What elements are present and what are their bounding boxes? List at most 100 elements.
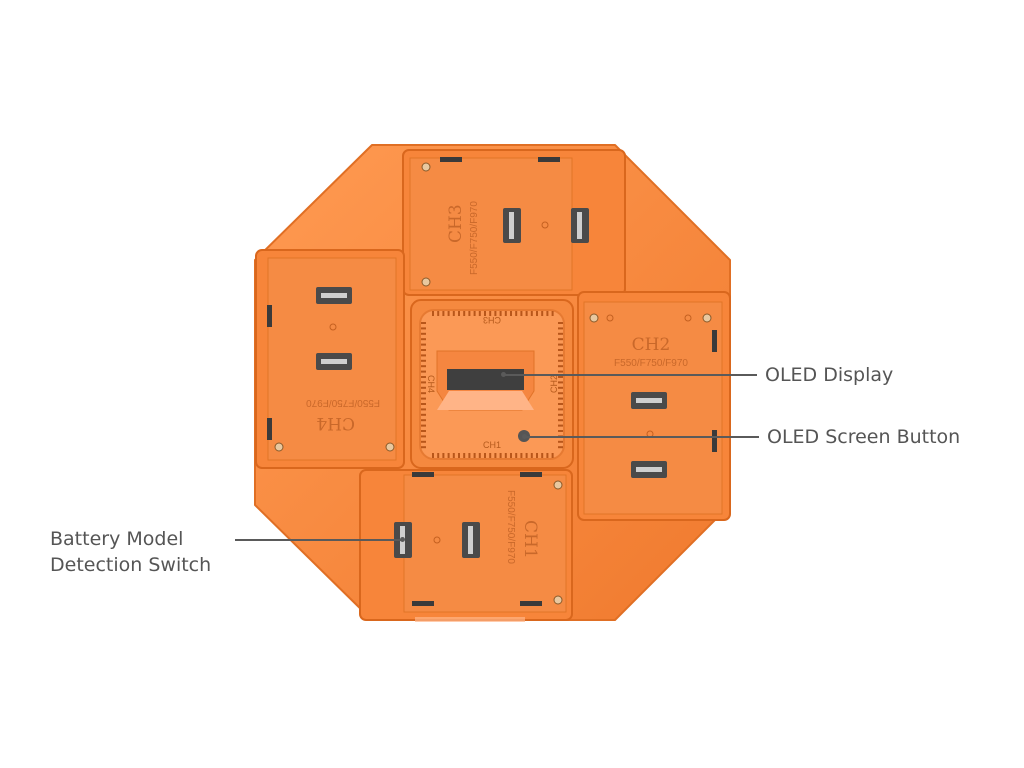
vent-slot-top bbox=[484, 311, 486, 316]
vent-slot-right bbox=[558, 419, 563, 422]
vent-slot-left bbox=[421, 354, 426, 357]
logo-strip bbox=[415, 617, 525, 622]
vent-slot-right bbox=[558, 343, 563, 346]
vent-slot-left bbox=[421, 403, 426, 405]
vent-slot-bottom bbox=[504, 453, 507, 458]
vent-slot-bottom bbox=[551, 453, 554, 458]
vent-slot-left bbox=[421, 343, 426, 346]
vent-slot-top bbox=[536, 311, 538, 316]
vent-slot-right bbox=[558, 381, 563, 384]
vent-slot-left bbox=[421, 419, 426, 422]
vent-slot-bottom bbox=[458, 453, 460, 458]
vent-slot-top bbox=[525, 311, 528, 316]
vent-slot-top bbox=[510, 311, 512, 316]
vent-slot-top bbox=[468, 311, 471, 316]
vent-slot-left bbox=[421, 424, 426, 427]
vent-slot-right bbox=[558, 403, 563, 405]
vent-slot-bottom bbox=[525, 453, 528, 458]
vent-slot-left bbox=[421, 397, 426, 400]
battery-switch-label-line1: Battery Model bbox=[50, 528, 184, 550]
vent-slot-right bbox=[558, 397, 563, 400]
vent-slot-left bbox=[421, 338, 426, 341]
vent-slot-right bbox=[558, 370, 563, 373]
vent-slot-top bbox=[489, 311, 492, 316]
oled-display bbox=[447, 369, 524, 390]
battery-switch-label-line2: Detection Switch bbox=[50, 554, 212, 576]
vent-slot-right bbox=[558, 392, 563, 395]
vent-slot-top bbox=[442, 311, 445, 316]
vent-slot-right bbox=[558, 349, 563, 351]
vent-slot-top bbox=[530, 311, 533, 316]
vent-slot-top bbox=[447, 311, 450, 316]
center-label-ch4: CH4 bbox=[426, 375, 436, 393]
vent-slot-top bbox=[473, 311, 476, 316]
vent-slot-left bbox=[421, 365, 426, 368]
vent-slot-top bbox=[546, 311, 549, 316]
vent-slot-right bbox=[558, 446, 563, 449]
vent-slot-bottom bbox=[494, 453, 497, 458]
vent-slot-bottom bbox=[478, 453, 481, 458]
vent-slot-top bbox=[432, 311, 434, 316]
vent-slot-top bbox=[551, 311, 554, 316]
bay-ch2-models: F550/F750/F970 bbox=[614, 358, 688, 369]
oled-button-leader-dot bbox=[522, 434, 527, 439]
vent-slot-bottom bbox=[499, 453, 502, 458]
center-label-ch2: CH2 bbox=[549, 375, 559, 393]
vent-slot-left bbox=[421, 327, 426, 330]
center-module: CH3 CH1 CH4 CH2 bbox=[410, 299, 574, 469]
center-label-ch3: CH3 bbox=[483, 315, 501, 325]
vent-slot-top bbox=[437, 311, 440, 316]
bay-ch3-channel: CH3 bbox=[446, 204, 466, 243]
bay-ch3: CH3 F550/F750/F970 bbox=[402, 149, 626, 296]
bay-ch4-models: F550/F750/F970 bbox=[306, 397, 380, 408]
vent-slot-right bbox=[558, 424, 563, 427]
vent-slot-left bbox=[421, 430, 426, 432]
bay-ch2-channel: CH2 bbox=[632, 335, 671, 355]
vent-slot-right bbox=[558, 430, 563, 432]
vent-slot-left bbox=[421, 370, 426, 373]
oled-display-label: OLED Display bbox=[765, 364, 894, 386]
vent-slot-left bbox=[421, 359, 426, 362]
oled-button-label: OLED Screen Button bbox=[767, 426, 961, 448]
battery-switch-leader-dot bbox=[400, 537, 405, 542]
vent-slot-top bbox=[515, 311, 518, 316]
vent-slot-right bbox=[558, 327, 563, 330]
vent-slot-top bbox=[478, 311, 481, 316]
vent-slot-bottom bbox=[484, 453, 486, 458]
vent-slot-top bbox=[499, 311, 502, 316]
vent-slot-bottom bbox=[536, 453, 538, 458]
vent-slot-right bbox=[558, 365, 563, 368]
vent-slot-right bbox=[558, 332, 563, 335]
bay-ch1-channel: CH1 bbox=[520, 520, 540, 559]
vent-slot-bottom bbox=[473, 453, 476, 458]
vent-slot-bottom bbox=[489, 453, 492, 458]
vent-slot-left bbox=[421, 381, 426, 384]
vent-slot-right bbox=[558, 354, 563, 357]
vent-slot-left bbox=[421, 408, 426, 411]
vent-slot-left bbox=[421, 349, 426, 351]
vent-slot-top bbox=[494, 311, 497, 316]
vent-slot-bottom bbox=[432, 453, 434, 458]
vent-slot-right bbox=[558, 338, 563, 341]
vent-slot-left bbox=[421, 392, 426, 395]
vent-slot-bottom bbox=[530, 453, 533, 458]
vent-slot-right bbox=[558, 440, 563, 443]
vent-slot-left bbox=[421, 413, 426, 416]
vent-slot-left bbox=[421, 440, 426, 443]
bay-ch3-models: F550/F750/F970 bbox=[469, 201, 480, 275]
vent-slot-bottom bbox=[510, 453, 512, 458]
vent-slot-right bbox=[558, 376, 563, 378]
vent-slot-right bbox=[558, 408, 563, 411]
center-label-ch1: CH1 bbox=[483, 440, 501, 450]
vent-slot-left bbox=[421, 332, 426, 335]
bay-ch4-channel: CH4 bbox=[316, 413, 355, 433]
vent-slot-bottom bbox=[442, 453, 445, 458]
vent-slot-bottom bbox=[515, 453, 518, 458]
vent-slot-bottom bbox=[437, 453, 440, 458]
vent-slot-bottom bbox=[447, 453, 450, 458]
oled-display-leader bbox=[503, 374, 757, 376]
vent-slot-left bbox=[421, 322, 426, 324]
bay-ch1: CH1 F550/F750/F970 bbox=[359, 469, 573, 621]
vent-slot-left bbox=[421, 435, 426, 438]
